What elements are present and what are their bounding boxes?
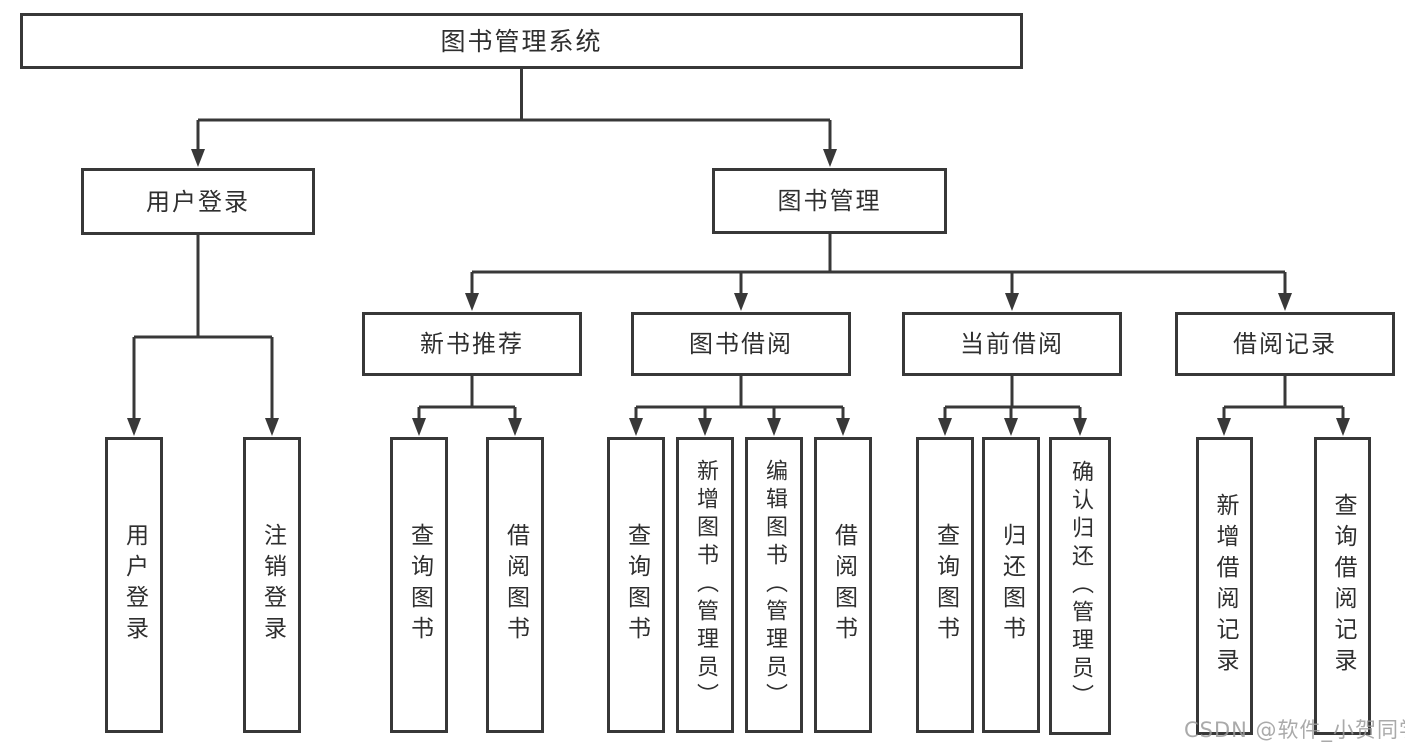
leaf-confirm-return-admin: 确认归还（管理员）	[1049, 437, 1111, 735]
leaf-query-books-current: 查询图书	[916, 437, 974, 733]
tree-edges	[132, 68, 1345, 420]
leaf-query-books-borrow: 查询图书	[607, 437, 665, 733]
leaf-borrow-books-recommend: 借阅图书	[486, 437, 544, 733]
leaf-user-login: 用户登录	[105, 437, 163, 733]
leaf-borrow-books: 借阅图书	[814, 437, 872, 733]
leaf-logout: 注销登录	[243, 437, 301, 733]
leaf-query-borrow-record: 查询借阅记录	[1314, 437, 1371, 735]
csdn-watermark: CSDN @软件_小贺同学	[1184, 718, 1405, 742]
leaf-query-books-recommend: 查询图书	[390, 437, 448, 733]
node-current-borrow: 当前借阅	[902, 312, 1122, 376]
leaf-edit-books-admin: 编辑图书（管理员）	[745, 437, 803, 733]
node-borrow-records: 借阅记录	[1175, 312, 1395, 376]
node-new-book-recommend: 新书推荐	[362, 312, 582, 376]
node-book-management-branch: 图书管理	[712, 168, 947, 234]
leaf-return-books: 归还图书	[982, 437, 1040, 733]
node-book-borrow: 图书借阅	[631, 312, 851, 376]
node-root: 图书管理系统	[20, 13, 1023, 69]
node-user-login-branch: 用户登录	[81, 168, 315, 235]
arrowheads	[127, 149, 1350, 436]
leaf-add-books-admin: 新增图书（管理员）	[676, 437, 734, 733]
leaf-add-borrow-record: 新增借阅记录	[1196, 437, 1253, 735]
